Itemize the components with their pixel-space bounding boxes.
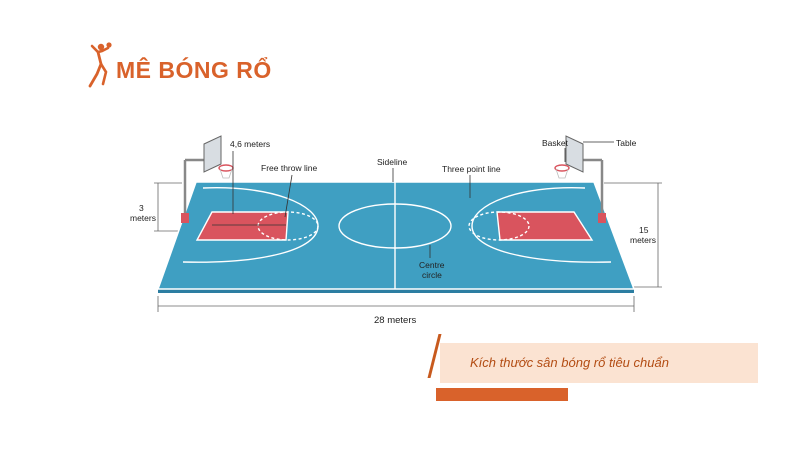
court-width-unit: meters: [630, 235, 656, 245]
free-throw-line-leader: [284, 174, 293, 218]
left-key: [195, 211, 289, 241]
court-length-dimension: [157, 296, 635, 312]
key-depth-unit: meters: [130, 213, 156, 223]
caption-background: [440, 343, 758, 383]
right-basket-stand: [554, 135, 606, 223]
key-depth-dimension: [154, 182, 182, 232]
centre-circle-label-1: Centre: [419, 260, 445, 270]
caption-text: Kích thước sân bóng rổ tiêu chuẩn: [470, 355, 669, 370]
free-throw-width-label: 4,6 meters: [230, 139, 270, 149]
left-basket-stand: [181, 135, 234, 223]
free-throw-line-label: Free throw line: [261, 163, 317, 173]
court-width-dimension: [604, 182, 662, 288]
left-free-throw-circle: [257, 211, 319, 241]
right-three-point-arc: [471, 187, 612, 263]
brand-logo: MÊ BÓNG RỔ: [84, 42, 272, 88]
court-surface: [156, 181, 636, 290]
basket-label: Basket: [542, 138, 569, 148]
court-width-number: 15: [639, 225, 649, 235]
table-label: Table: [616, 138, 637, 148]
right-basket-rim: [554, 164, 570, 172]
court-edge: [158, 289, 634, 293]
key-depth-number: 3: [139, 203, 144, 213]
sideline-label: Sideline: [377, 157, 408, 167]
left-basket-rim: [218, 164, 234, 172]
left-backboard: [203, 135, 222, 173]
three-point-line-label: Three point line: [442, 164, 501, 174]
centre-circle: [338, 203, 452, 249]
court-length-label: 28 meters: [374, 315, 416, 326]
centre-circle-label-2: circle: [422, 270, 442, 280]
basketball-player-icon: [88, 42, 112, 88]
right-key: [496, 211, 594, 241]
brand-name: MÊ BÓNG RỔ: [116, 56, 272, 83]
caption-accent-bar: [436, 388, 568, 401]
right-backboard: [565, 135, 584, 173]
right-free-throw-circle: [468, 211, 530, 241]
